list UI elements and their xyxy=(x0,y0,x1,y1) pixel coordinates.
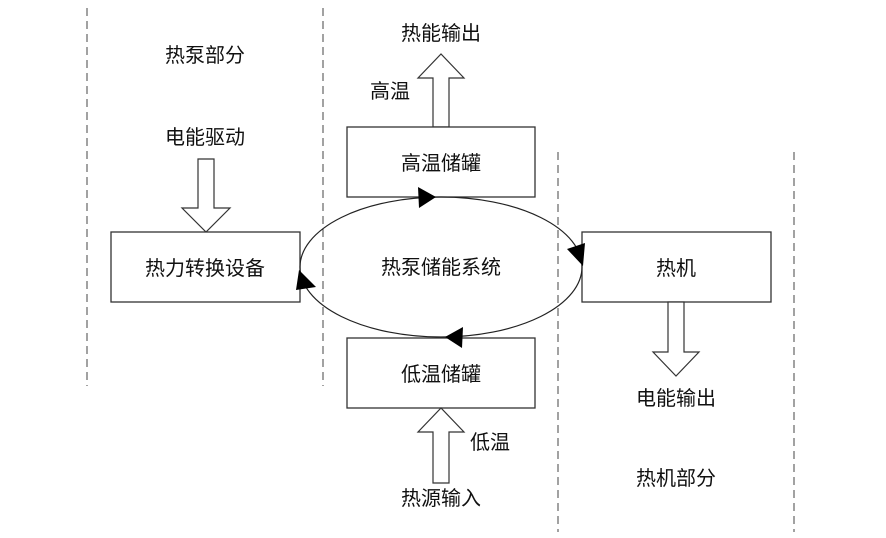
electric-drive-label: 电能驱动 xyxy=(165,125,245,149)
cycle-arrow-top-icon xyxy=(418,187,436,208)
heat-source-arrow-icon xyxy=(416,407,466,484)
center-system-label: 热泵储能系统 xyxy=(381,255,501,279)
heat-pump-section-label: 热泵部分 xyxy=(165,43,245,67)
high-temp-tank-label: 高温储罐 xyxy=(401,151,481,175)
cycle-arrow-left-icon xyxy=(296,270,316,290)
heat-engine-box xyxy=(581,231,772,303)
thermal-output-arrow-icon xyxy=(416,53,466,128)
low-temp-label: 低温 xyxy=(470,430,510,454)
low-temp-tank-box xyxy=(346,337,536,409)
heat-engine-section-label: 热机部分 xyxy=(636,466,716,490)
heat-engine-label: 热机 xyxy=(656,256,696,280)
cycle-arrow-bottom-icon xyxy=(445,327,463,348)
thermal-output-label: 热能输出 xyxy=(401,21,481,45)
low-temp-tank-label: 低温储罐 xyxy=(401,362,481,386)
high-temp-label: 高温 xyxy=(370,79,410,103)
heat-source-input-label: 热源输入 xyxy=(401,486,481,510)
storage-cycle-ellipse xyxy=(299,196,583,338)
thermal-conversion-label: 热力转换设备 xyxy=(145,256,265,280)
electric-output-arrow-icon xyxy=(651,301,701,377)
electric-drive-arrow-icon xyxy=(180,158,232,233)
electric-output-label: 电能输出 xyxy=(636,386,716,410)
cycle-arrow-right-icon xyxy=(567,243,585,266)
thermal-conversion-box xyxy=(110,231,301,303)
